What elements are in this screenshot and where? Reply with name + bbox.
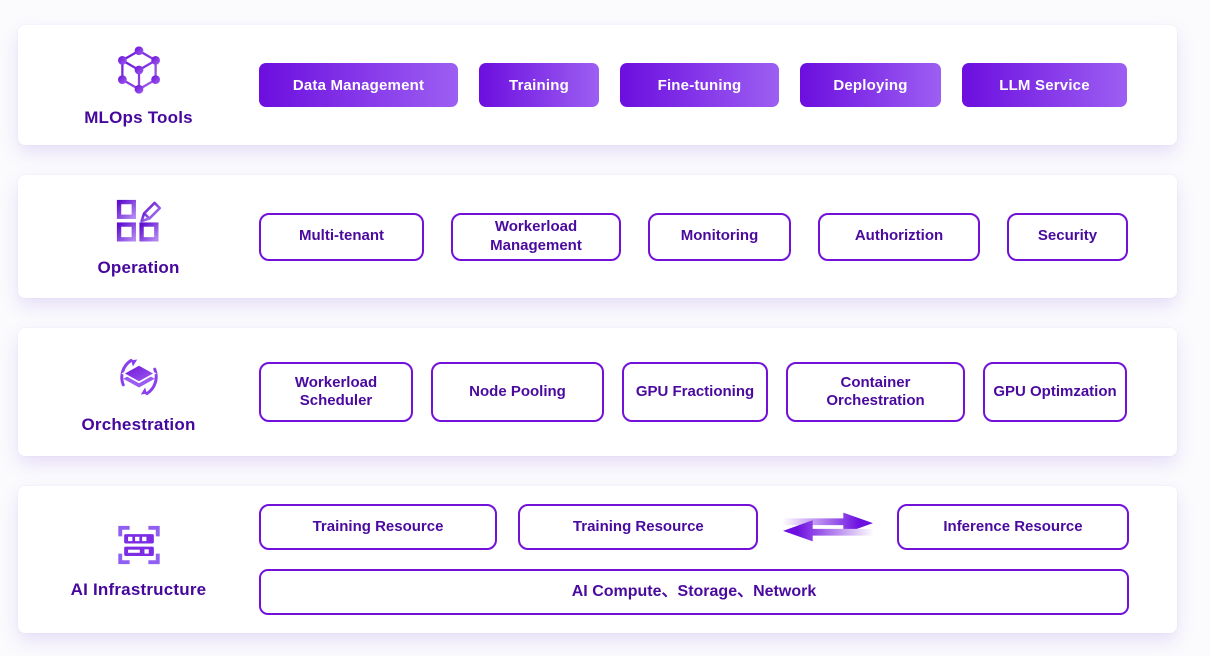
cube-network-icon	[110, 42, 168, 98]
section-label-orchestration: Orchestration	[81, 415, 196, 434]
section-card-operation: Operation Multi-tenant Workerload Manage…	[18, 175, 1177, 298]
section-content-orchestration: Workerload Scheduler Node Pooling GPU Fr…	[259, 328, 1177, 456]
section-label-ai-infrastructure: AI Infrastructure	[70, 579, 207, 599]
box-container-orchestration: Container Orchestration	[786, 362, 965, 422]
box-training-resource-2: Training Resource	[518, 504, 759, 550]
section-side-orchestration: Orchestration	[18, 328, 259, 456]
pill-training: Training	[479, 63, 599, 107]
box-node-pooling: Node Pooling	[431, 362, 604, 422]
box-gpu-fractioning: GPU Fractioning	[622, 362, 768, 422]
box-training-resource-1: Training Resource	[259, 504, 497, 550]
box-gpu-optimzation: GPU Optimzation	[983, 362, 1127, 422]
section-card-mlops-tools: MLOps Tools Data Management Training Fin…	[18, 25, 1177, 145]
section-side-operation: Operation	[18, 175, 259, 298]
box-authoriztion: Authoriztion	[818, 212, 980, 261]
grid-pencil-icon	[113, 196, 165, 248]
box-ai-compute-storage-network: AI Compute、Storage、Network	[259, 569, 1129, 615]
box-multi-tenant: Multi-tenant	[259, 212, 424, 261]
box-workerload-management: Workerload Management	[451, 212, 621, 261]
box-inference-resource: Inference Resource	[896, 504, 1129, 550]
bidirectional-transfer-arrows-icon	[780, 505, 876, 549]
section-side-mlops-tools: MLOps Tools	[18, 25, 259, 145]
box-security: Security	[1007, 212, 1128, 261]
section-content-operation: Multi-tenant Workerload Management Monit…	[259, 175, 1177, 298]
section-side-ai-infrastructure: AI Infrastructure	[18, 486, 259, 633]
pill-llm-service: LLM Service	[962, 63, 1127, 107]
pill-fine-tuning: Fine-tuning	[620, 63, 779, 107]
section-content-mlops-tools: Data Management Training Fine-tuning Dep…	[259, 25, 1177, 145]
box-monitoring: Monitoring	[648, 212, 791, 261]
pill-data-management: Data Management	[259, 63, 458, 107]
section-label-mlops-tools: MLOps Tools	[84, 108, 193, 127]
server-scan-icon	[112, 520, 166, 570]
section-card-orchestration: Orchestration Workerload Scheduler Node …	[18, 328, 1177, 456]
section-content-ai-infrastructure: Training Resource Training Resource	[259, 486, 1177, 633]
box-workerload-scheduler: Workerload Scheduler	[259, 362, 413, 422]
section-card-ai-infrastructure: AI Infrastructure Training Resource Trai…	[18, 486, 1177, 633]
section-label-operation: Operation	[97, 257, 180, 277]
pill-deploying: Deploying	[800, 63, 941, 107]
sync-layers-icon	[111, 349, 167, 405]
